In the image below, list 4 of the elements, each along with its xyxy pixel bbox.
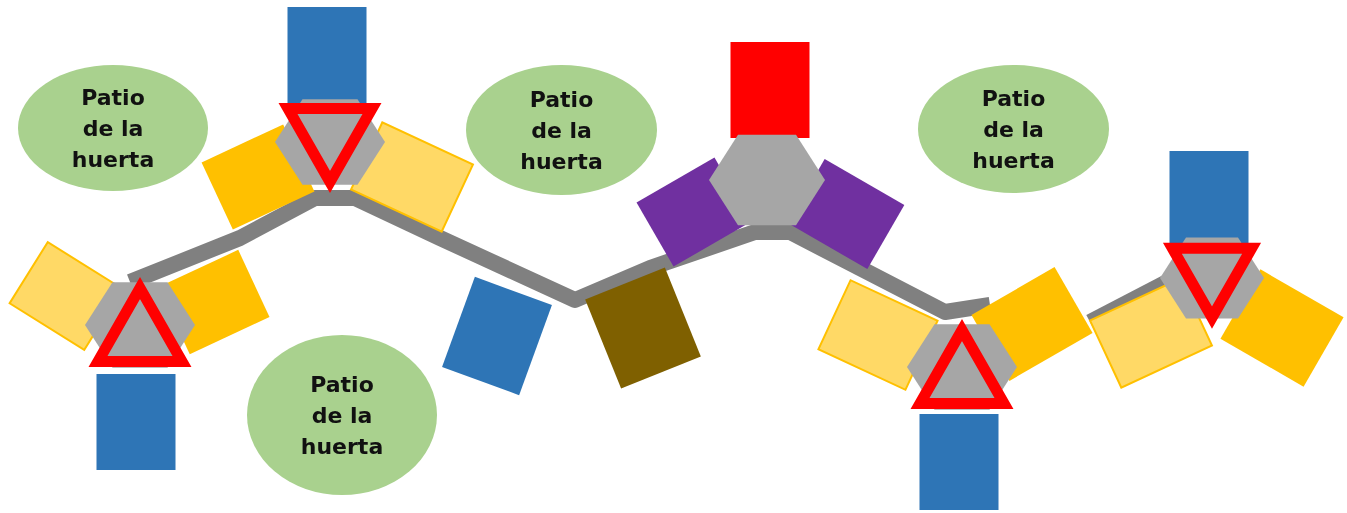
area-label: Patio de la huerta (971, 84, 1056, 175)
area-label: Patio de la huerta (70, 83, 156, 174)
area-label: Patio de la huerta (299, 370, 385, 461)
area-label: Patio de la huerta (519, 85, 604, 176)
